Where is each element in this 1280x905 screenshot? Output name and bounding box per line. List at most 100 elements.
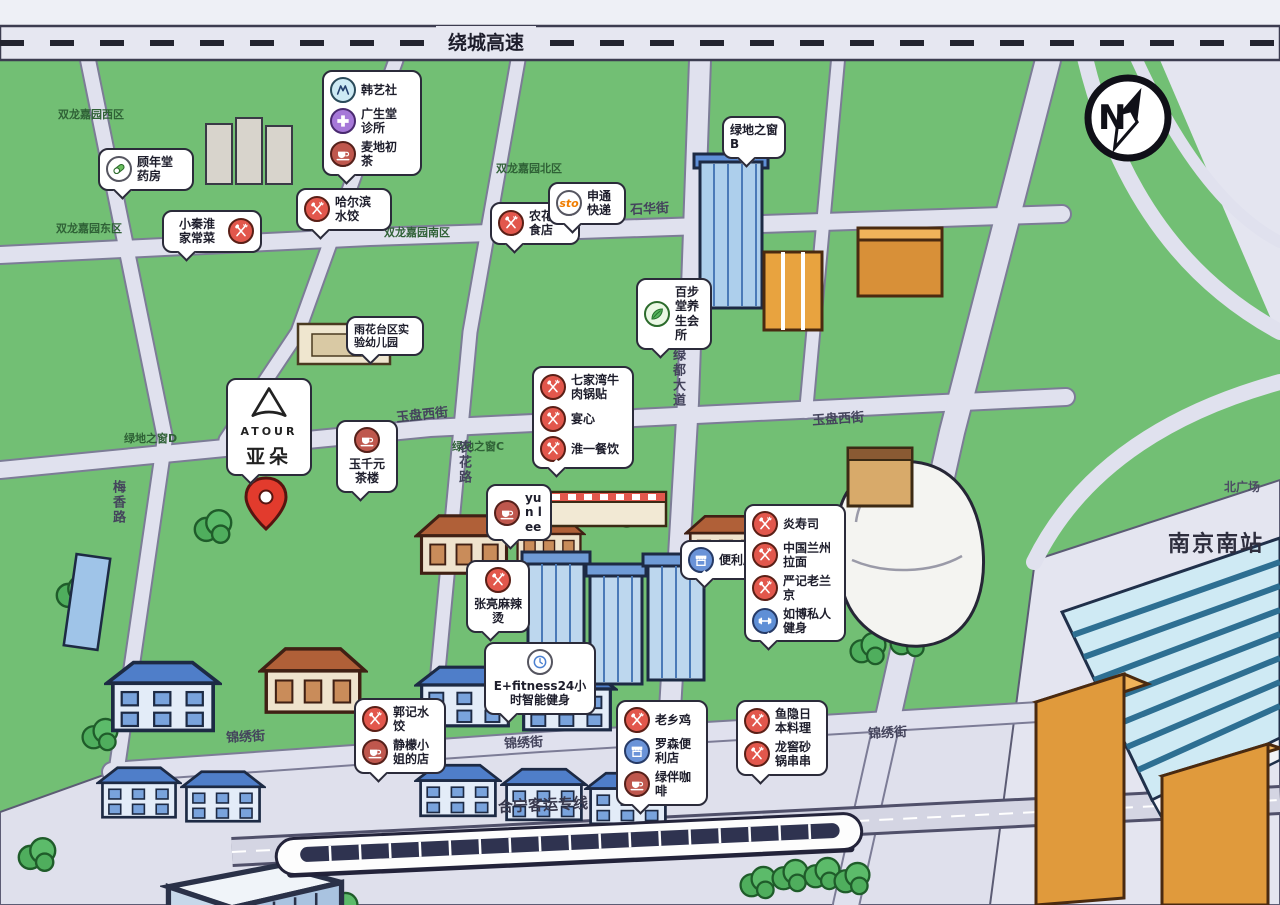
fitness-clock-icon <box>527 649 553 675</box>
coffee-cup-icon <box>494 499 520 526</box>
poi-yanji: 严记老兰京 <box>752 574 838 603</box>
restaurant-icon <box>228 218 254 245</box>
poi-qijiawan: 七家湾牛肉锅贴 <box>540 373 626 402</box>
poi-bubble-southeast-group[interactable]: 鱼隐日本料理 龙窖砂锅串串 <box>736 700 828 776</box>
poi-bubble-haerbin[interactable]: 哈尔滨水饺 <box>296 188 392 231</box>
poi-haerbin: 哈尔滨水饺 <box>304 195 384 224</box>
poi-bubble-efitness[interactable]: E+fitness24小时智能健身 <box>484 642 596 715</box>
district-label-lvdi-d: 绿地之窗D <box>124 432 178 445</box>
poi-bubble-kindergarten[interactable]: 雨花台区实验幼儿园 <box>346 316 424 357</box>
pharmacy-pill-icon <box>106 156 132 183</box>
district-label-east: 双龙嘉园东区 <box>56 222 122 235</box>
street-label-shihua-2: 石华街 <box>629 200 670 219</box>
poi-bubble-restaurants-east[interactable]: 炎寿司 中国兰州拉面 严记老兰京 如博私人健身 <box>744 504 846 643</box>
restaurant-icon <box>752 511 778 537</box>
poi-bubble-yuqianyuan[interactable]: 玉千元茶楼 <box>336 420 398 493</box>
gym-dumbbell-icon <box>752 607 778 634</box>
restaurant-icon <box>624 707 650 733</box>
clinic-cross-icon <box>330 108 356 135</box>
svg-text:N: N <box>1098 98 1126 138</box>
buildings <box>62 117 985 905</box>
poi-yanxin: 宴心 <box>540 405 626 432</box>
poi-shentong: sto 申通快递 <box>556 189 618 218</box>
restaurant-icon <box>362 706 388 733</box>
coffee-cup-icon <box>362 739 388 766</box>
poi-bubble-hanyishe-group[interactable]: 韩艺社 广生堂诊所 麦地初茶 <box>322 70 422 176</box>
store-awning-icon <box>688 547 714 573</box>
atour-logo-icon <box>247 385 291 421</box>
poi-jingmeng: 静檬小姐的店 <box>362 738 438 767</box>
poi-lvban: 绿伴咖啡 <box>624 770 700 799</box>
restaurant-icon <box>540 435 566 462</box>
restaurant-icon <box>752 575 778 602</box>
district-label-west: 双龙嘉园西区 <box>58 108 124 121</box>
restaurant-icon <box>540 374 566 401</box>
poi-rubo: 如博私人健身 <box>752 607 838 636</box>
railway-label: 合宁客运专线 <box>497 794 589 816</box>
poi-bubble-zhangliang[interactable]: 张亮麻辣烫 <box>466 560 530 633</box>
street-label-nonghua: 农花路 <box>456 440 471 485</box>
poi-xiaoqinhuai: 小秦淮家常菜 <box>170 217 254 246</box>
poi-guoji: 郭记水饺 <box>362 705 438 734</box>
poi-bubble-restaurants-center[interactable]: 七家湾牛肉锅贴 宴心 淮一餐饮 <box>532 366 634 469</box>
wellness-leaf-icon <box>644 300 670 327</box>
highway-band <box>0 24 1280 62</box>
coffee-cup-icon <box>330 141 356 168</box>
restaurant-icon <box>485 567 511 593</box>
poi-bubble-shentong[interactable]: sto 申通快递 <box>548 182 626 225</box>
poi-huaiyi: 淮一餐饮 <box>540 435 626 462</box>
street-label-jinxiu-3: 锦绣街 <box>867 724 908 743</box>
poi-laoxiangji: 老乡鸡 <box>624 707 700 733</box>
poi-guniantang: 顾年堂药房 <box>106 155 186 184</box>
district-label-north: 双龙嘉园北区 <box>496 162 562 175</box>
poi-hanyishe: 韩艺社 <box>330 77 414 103</box>
poi-lvdichuangB: 绿地之窗B <box>730 123 779 152</box>
store-awning-icon <box>624 738 650 765</box>
train <box>274 812 864 878</box>
poi-bubble-south-group[interactable]: 老乡鸡 罗森便利店 绿伴咖啡 <box>616 700 708 806</box>
poi-yanshousi: 炎寿司 <box>752 511 838 537</box>
station-label: 南京南站 <box>1168 532 1265 557</box>
poi-bubble-yunlee[interactable]: yun lee <box>486 484 552 542</box>
street-label-lvdu: 绿都大道 <box>670 348 685 408</box>
art-icon <box>330 77 356 103</box>
poi-longjiao: 龙窖砂锅串串 <box>744 740 820 769</box>
restaurant-icon <box>744 741 770 768</box>
district-label-south: 双龙嘉园南区 <box>384 226 450 239</box>
district-label-lvdi-c: 绿地之窗C <box>452 440 505 453</box>
restaurant-icon <box>304 196 330 223</box>
restaurant-icon <box>752 542 778 569</box>
poi-bubble-atour[interactable]: ATOUR 亚朵 <box>226 378 312 476</box>
station-building <box>1031 536 1280 905</box>
sto-express-icon: sto <box>556 190 582 217</box>
compass-icon: N <box>1084 74 1172 162</box>
atour-name-en: ATOUR <box>240 425 298 438</box>
poi-bubble-guniantang[interactable]: 顾年堂药房 <box>98 148 194 191</box>
poi-lanzhou: 中国兰州拉面 <box>752 541 838 570</box>
poi-yuyin: 鱼隐日本料理 <box>744 707 820 736</box>
street-label-meixiang: 梅香路 <box>110 480 125 525</box>
map-pin-icon <box>244 476 288 532</box>
coffee-cup-icon <box>624 771 650 798</box>
street-label-jinxiu-2: 锦绣街 <box>503 734 544 753</box>
coffee-cup-icon <box>354 427 380 453</box>
highway-label: 绕城高速 <box>436 26 537 57</box>
poi-maidichucha: 麦地初茶 <box>330 140 414 169</box>
poi-guangshengtang: 广生堂诊所 <box>330 107 414 136</box>
atour-name-cn: 亚朵 <box>245 446 292 468</box>
street-label-jinxiu-1: 锦绣街 <box>225 728 266 747</box>
poi-baibutang: 百步堂养生会所 <box>644 285 704 343</box>
restaurant-icon <box>744 708 770 735</box>
poi-bubble-xiaoqinhuai[interactable]: 小秦淮家常菜 <box>162 210 262 253</box>
poi-yunlee: yun lee <box>494 491 544 534</box>
poi-bubble-lvdichuangB[interactable]: 绿地之窗B <box>722 116 786 159</box>
street-label-yupanxi-2: 玉盘西街 <box>811 410 865 429</box>
restaurant-icon <box>498 210 524 237</box>
restaurant-icon <box>540 405 566 432</box>
poi-bubble-baibutang[interactable]: 百步堂养生会所 <box>636 278 712 350</box>
poi-bubble-southwest-group[interactable]: 郭记水饺 静檬小姐的店 <box>354 698 446 774</box>
